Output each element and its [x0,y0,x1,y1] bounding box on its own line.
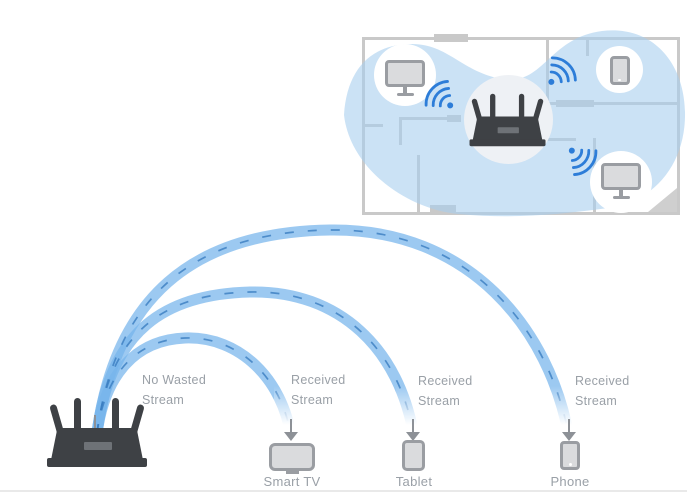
smart-tv-stand [286,471,299,474]
label-received-stream-tablet: Received Stream [418,374,473,409]
label-received-stream-phone: Received Stream [575,374,630,409]
label-phone: Phone [550,474,590,489]
wall-segment [586,40,589,56]
bottom-edge-line [0,490,687,492]
wall-segment [430,205,456,212]
wall-segment [556,100,594,107]
wall-segment [546,138,576,141]
label-smart-tv: Smart TV [263,474,321,489]
smart-tv-icon [269,443,315,471]
tablet-icon [610,56,630,85]
phone-icon [560,441,580,470]
router-device [45,397,150,471]
router-base [47,458,147,467]
wall-segment [365,124,383,127]
wall-segment [447,115,461,122]
router-led-panel [84,442,112,450]
wall-segment [417,155,420,212]
label-tablet: Tablet [395,474,433,489]
monitor-icon [385,60,425,96]
wall-segment [399,117,447,120]
router-antenna [74,398,81,433]
wall-segment [434,34,468,42]
tablet-icon [402,440,425,471]
router-antenna [112,398,119,433]
wall-segment [399,117,402,145]
router-icon [468,93,548,149]
monitor-icon [601,163,641,199]
phone-home-button [568,463,572,466]
label-no-wasted-stream: No Wasted Stream [142,373,207,408]
arrow-into-phone [562,419,576,443]
arrow-into-smart-tv [284,419,298,443]
label-received-stream-tv: Received Stream [291,373,346,408]
